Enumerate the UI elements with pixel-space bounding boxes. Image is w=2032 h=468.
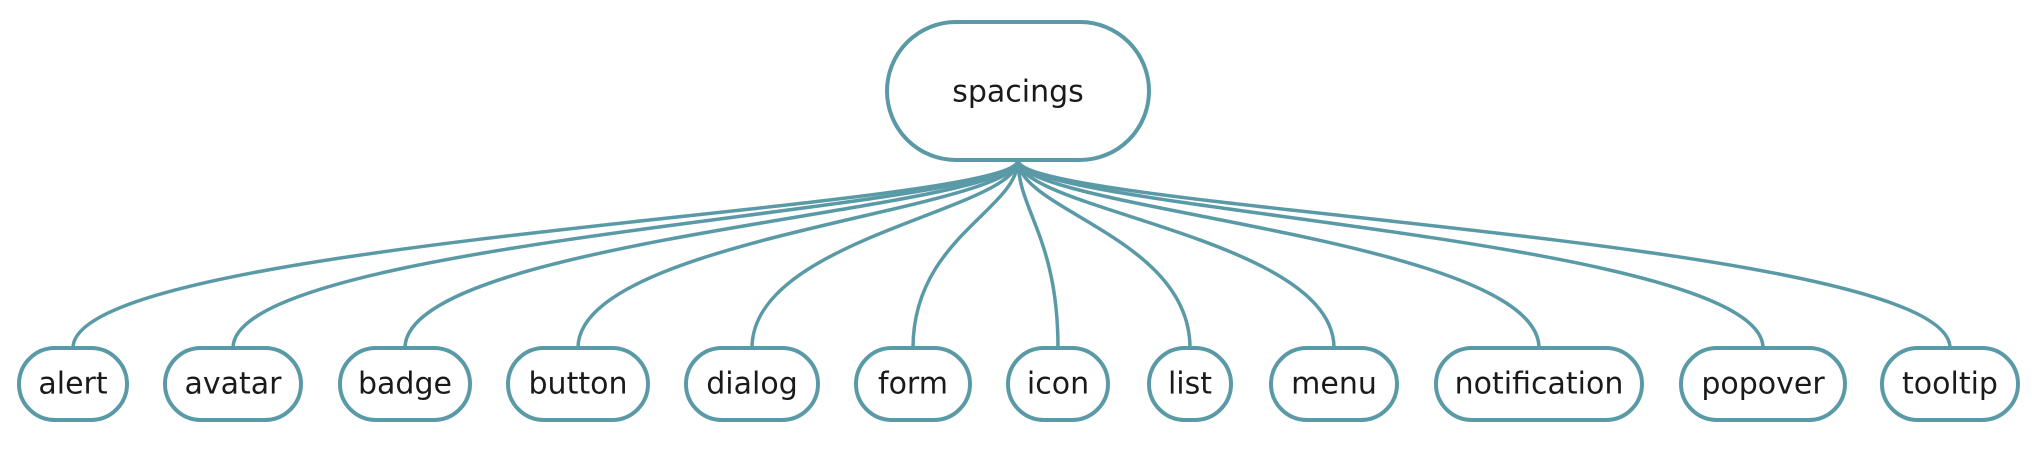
child-node-shape: [506, 346, 650, 422]
root-node-spacings: spacings: [885, 20, 1151, 162]
child-node-label: tooltip: [1902, 367, 1998, 402]
child-node-icon: icon: [1006, 346, 1110, 422]
child-node-label: icon: [1027, 367, 1089, 402]
child-node-avatar: avatar: [163, 346, 303, 422]
child-node-button: button: [506, 346, 650, 422]
edge-spacings-icon: [1016, 159, 1060, 349]
child-node-menu: menu: [1269, 346, 1399, 422]
edge-spacings-menu: [1016, 159, 1336, 349]
child-node-shape: [338, 346, 472, 422]
edge-spacings-form: [911, 159, 1020, 349]
child-node-shape: [1006, 346, 1110, 422]
edge-spacings-badge: [403, 159, 1020, 349]
child-node-shape: [1269, 346, 1399, 422]
child-node-label: alert: [38, 367, 108, 402]
child-node-badge: badge: [338, 346, 472, 422]
child-node-label: button: [529, 367, 628, 402]
child-node-dialog: dialog: [684, 346, 820, 422]
edge-spacings-list: [1016, 159, 1192, 349]
child-node-label: dialog: [706, 367, 798, 402]
child-node-shape: [1434, 346, 1644, 422]
edge-spacings-popover: [1016, 159, 1765, 349]
child-node-shape: [1147, 346, 1233, 422]
edges: [71, 159, 1952, 349]
child-node-label: popover: [1701, 367, 1825, 402]
edge-spacings-alert: [71, 159, 1020, 349]
root-node-label: spacings: [952, 75, 1084, 110]
root-node-shape: [885, 20, 1151, 162]
child-node-form: form: [854, 346, 972, 422]
child-nodes: alert avatar badge button dialog form icon list…: [17, 346, 2020, 422]
child-node-label: notification: [1455, 367, 1624, 402]
child-node-shape: [854, 346, 972, 422]
child-node-shape: [1880, 346, 2020, 422]
edge-spacings-avatar: [231, 159, 1020, 349]
child-node-label: form: [878, 367, 948, 402]
child-node-popover: popover: [1679, 346, 1847, 422]
edge-spacings-dialog: [750, 159, 1020, 349]
child-node-shape: [17, 346, 129, 422]
child-node-label: avatar: [184, 367, 282, 402]
edge-spacings-button: [576, 159, 1020, 349]
edge-spacings-notification: [1016, 159, 1541, 349]
child-node-notification: notification: [1434, 346, 1644, 422]
child-node-shape: [1679, 346, 1847, 422]
child-node-label: badge: [358, 367, 452, 402]
edge-spacings-tooltip: [1016, 159, 1952, 349]
child-node-label: list: [1168, 367, 1212, 402]
child-node-label: menu: [1291, 367, 1377, 402]
child-node-tooltip: tooltip: [1880, 346, 2020, 422]
child-node-alert: alert: [17, 346, 129, 422]
child-node-shape: [684, 346, 820, 422]
child-node-shape: [163, 346, 303, 422]
child-node-list: list: [1147, 346, 1233, 422]
